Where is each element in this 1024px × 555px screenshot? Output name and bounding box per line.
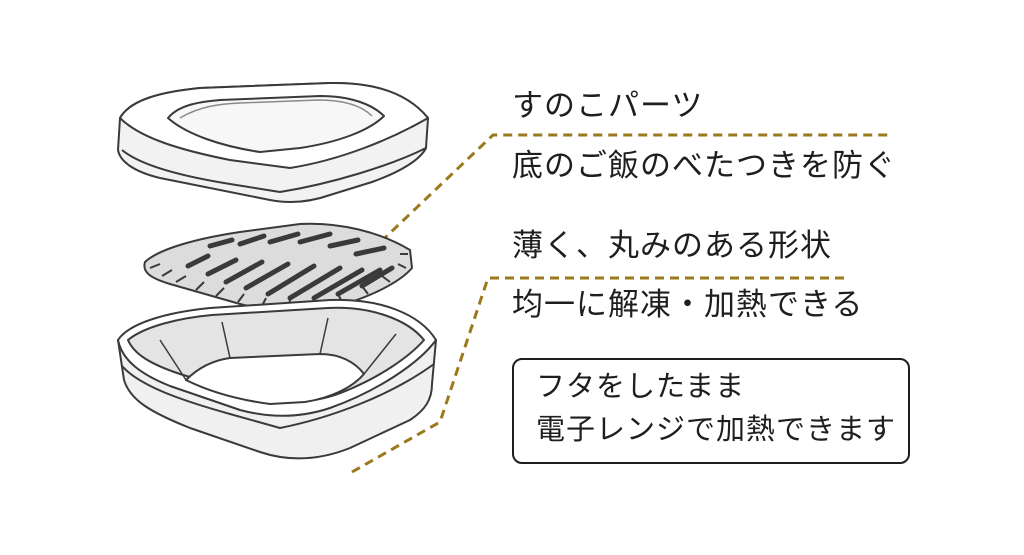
shape-description-label: 均一に解凍・加熱できる [512,287,864,323]
microwave-note-box: フタをしたまま 電子レンジで加熱できます [512,358,910,464]
note-line-1: フタをしたまま [536,369,746,403]
leader-lines [351,133,888,474]
shape-title-label: 薄く、丸みのある形状 [512,228,832,264]
lid-illustration [117,81,429,204]
note-line-2: 電子レンジで加熱できます [536,412,897,446]
leader-line-shape [351,276,845,474]
sunoko-description-label: 底のご飯のべたつきを防ぐ [512,148,896,184]
container-base-illustration [117,298,437,460]
sunoko-grate-illustration [143,222,413,313]
leader-line-sunoko [368,133,888,254]
sunoko-title-label: すのこパーツ [512,88,704,124]
